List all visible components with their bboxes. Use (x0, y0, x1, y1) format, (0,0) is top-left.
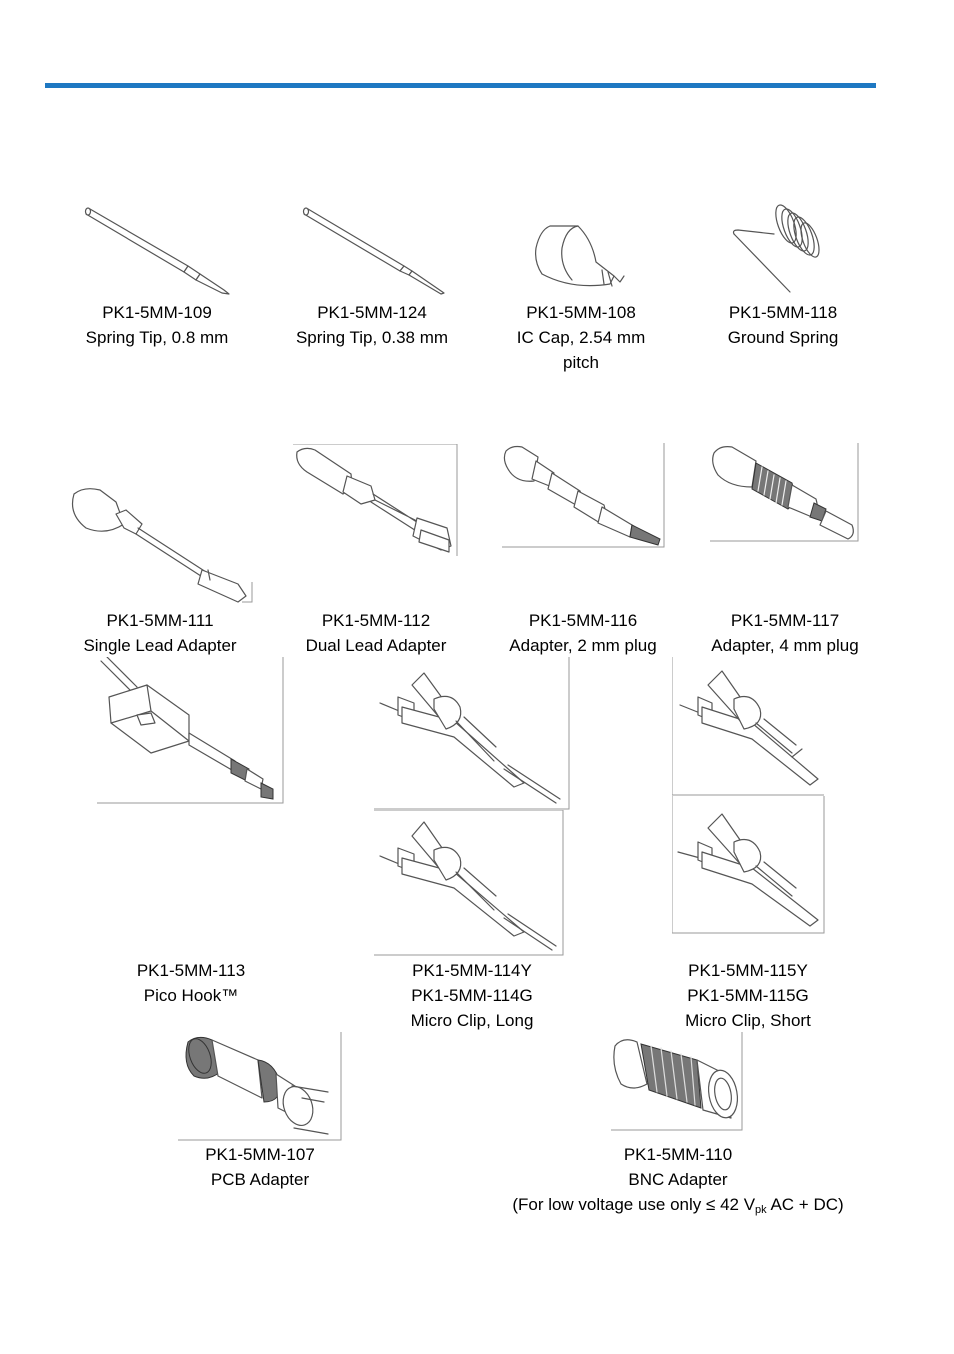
spring-tip-0-8mm-image (82, 204, 234, 296)
bnc-adapter-image (611, 1032, 743, 1132)
micro-clip-short-yellow-image (672, 657, 825, 796)
ground-spring-image (728, 204, 824, 296)
spring-tip-0-38mm-image (300, 204, 450, 296)
micro-clip-long-green-image (374, 810, 564, 956)
ic-cap-image (532, 220, 628, 292)
pico-hook-image (97, 657, 284, 805)
pcb-adapter-image (178, 1032, 342, 1142)
dual-lead-adapter-image (291, 444, 458, 556)
bnc-voltage-note: (For low voltage use only ≤ 42 Vpk AC + … (512, 1195, 844, 1216)
adapter-2mm-plug-image (500, 443, 665, 549)
header-rule (45, 83, 876, 88)
single-lead-adapter-image (66, 484, 256, 604)
micro-clip-long-yellow-image (374, 657, 570, 810)
adapter-4mm-plug-image (708, 443, 859, 543)
micro-clip-short-green-image (672, 796, 825, 934)
